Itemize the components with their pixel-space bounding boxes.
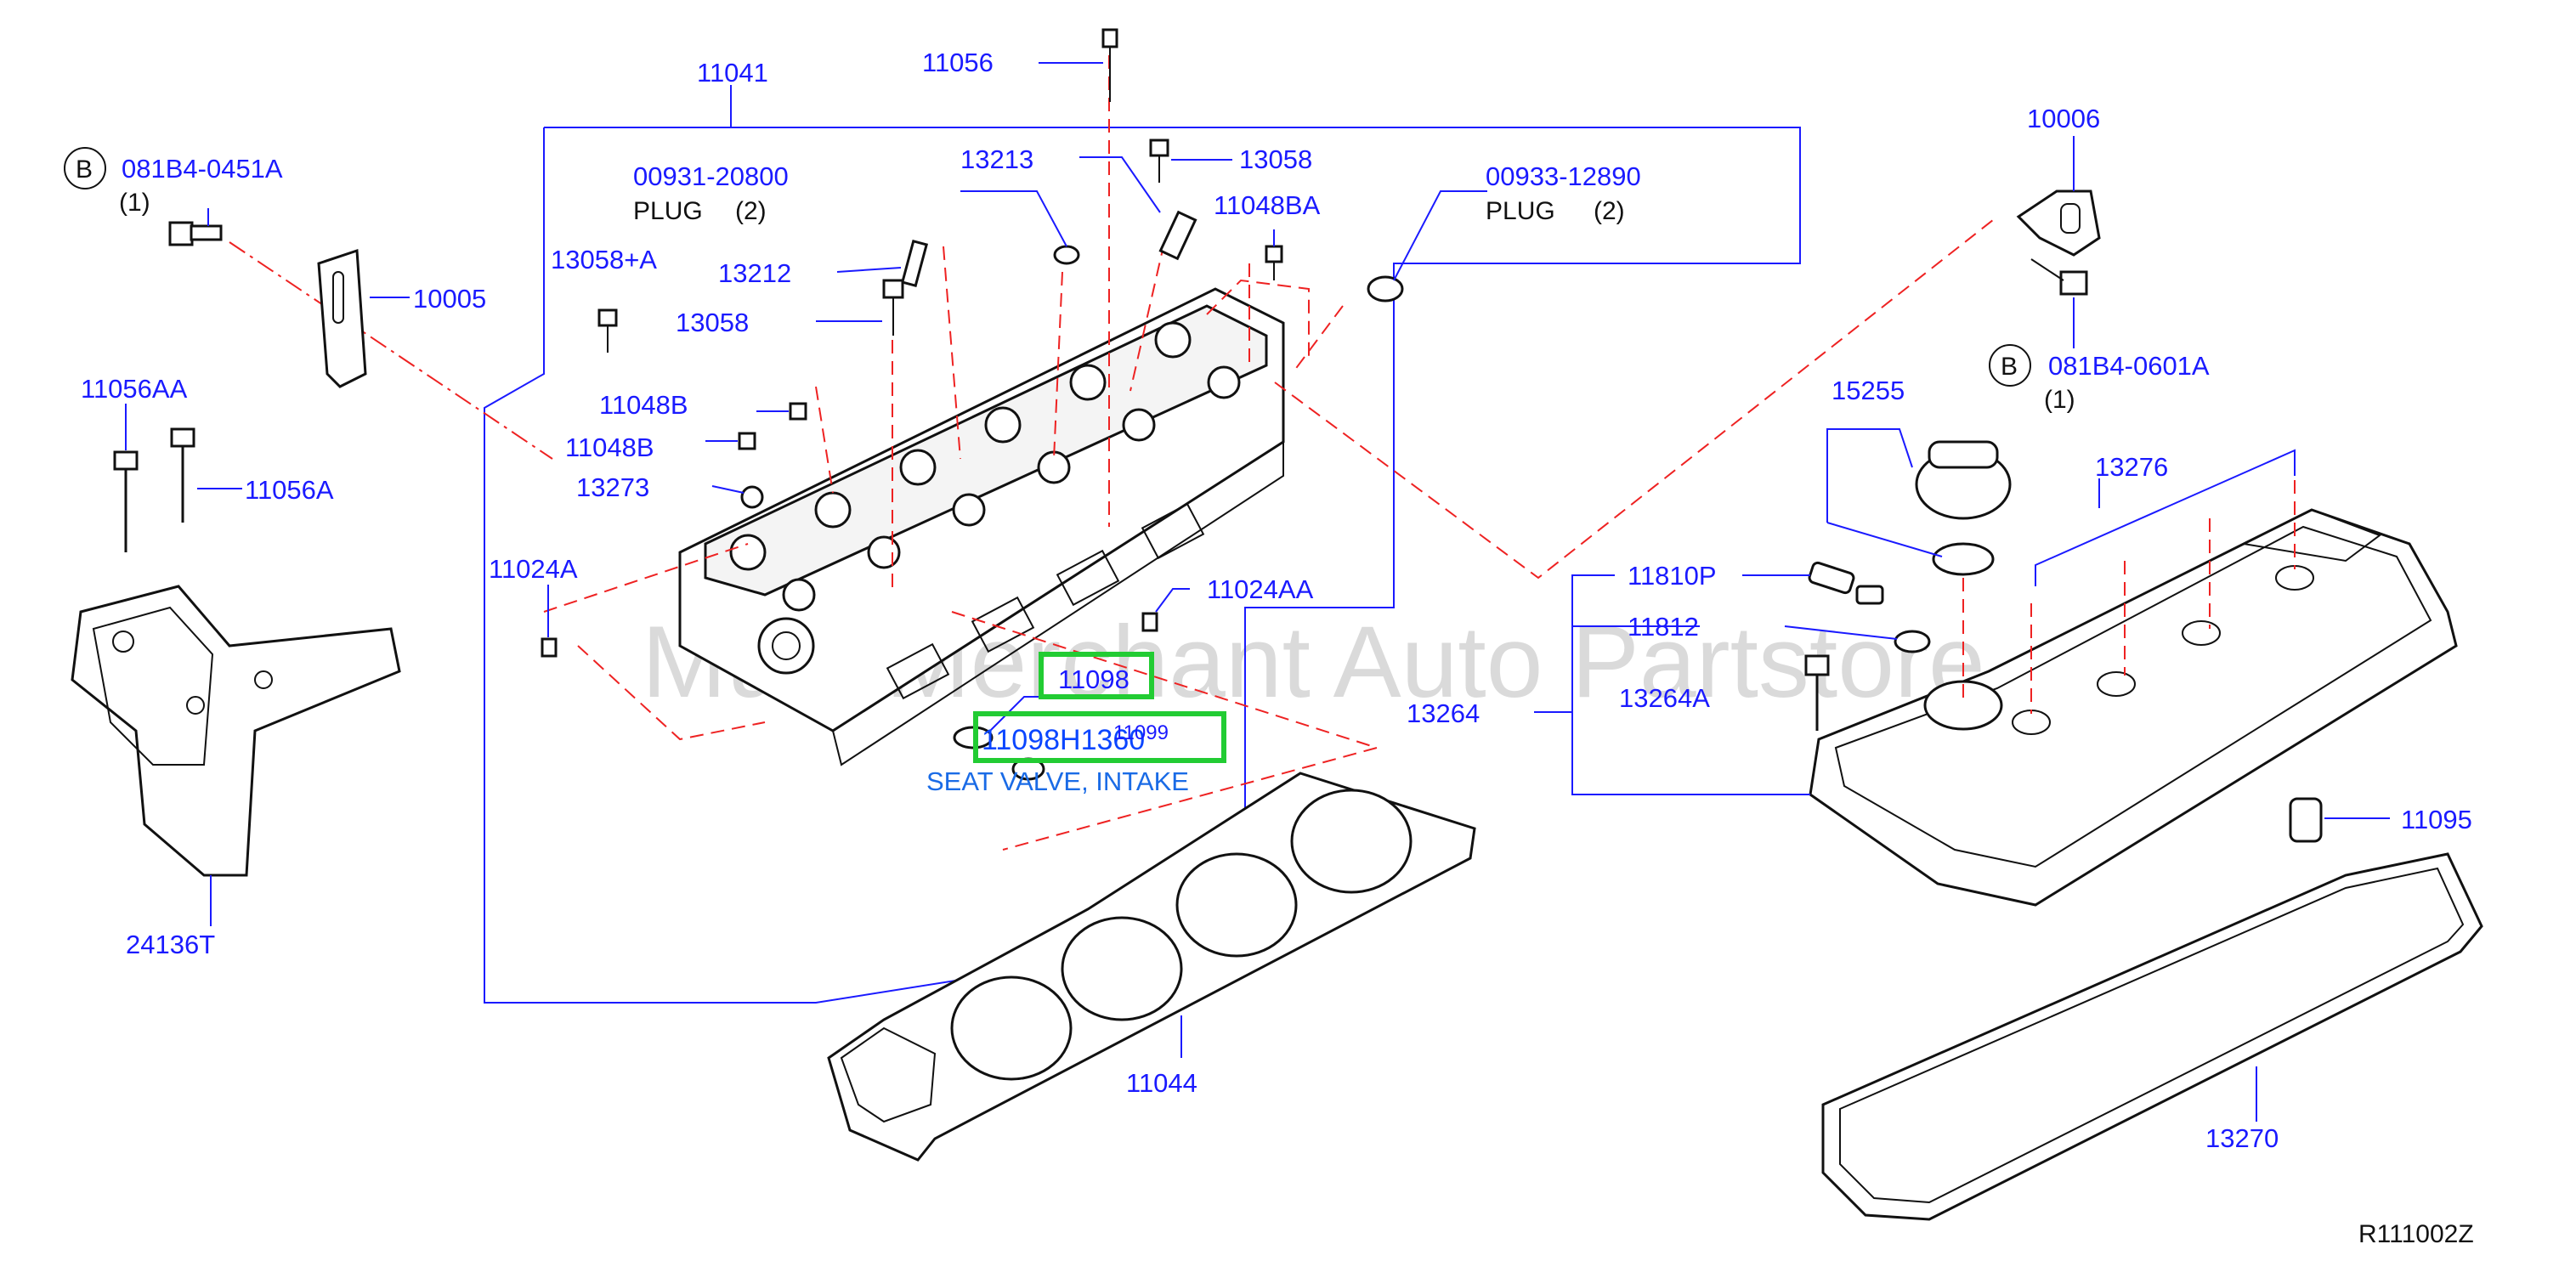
bolt-081B4-0451A bbox=[168, 208, 223, 246]
head-dash-lines bbox=[543, 55, 1998, 851]
label-11048BA: 11048BA bbox=[1214, 190, 1321, 220]
dowel-11024AA bbox=[1141, 588, 1190, 632]
valve-cover-13264 bbox=[1809, 480, 2458, 907]
right-callout-brackets bbox=[1534, 449, 2296, 795]
b-marker-left bbox=[64, 147, 106, 189]
label-00931-20800: 00931-20800 bbox=[633, 161, 789, 191]
label-10005: 10005 bbox=[413, 284, 486, 314]
label-13058A: 13058+A bbox=[551, 245, 657, 274]
plug-00933 bbox=[1367, 190, 1487, 303]
label-11048B-1: 11048B bbox=[599, 390, 688, 420]
bolts-11056AA-11056A bbox=[113, 404, 242, 552]
grommet-11812 bbox=[1784, 625, 1931, 653]
pin-13213 bbox=[1079, 156, 1197, 261]
cam-seal-circle bbox=[757, 617, 815, 675]
oil-cap-15255 bbox=[1826, 428, 2012, 576]
plug-00931 bbox=[960, 190, 1080, 265]
label-plug-2-qty: (2) bbox=[1594, 197, 1625, 225]
label-13276: 13276 bbox=[2095, 452, 2168, 482]
bolt-13058A bbox=[597, 308, 618, 353]
head-assembly-outline bbox=[484, 85, 1801, 1004]
label-11024AA: 11024AA bbox=[1207, 574, 1314, 604]
label-10006: 10006 bbox=[2027, 104, 2100, 133]
label-11095: 11095 bbox=[2401, 805, 2472, 834]
camshaft-journals bbox=[729, 321, 1241, 612]
bolt-13264A bbox=[1804, 654, 1830, 731]
label-13270: 13270 bbox=[2205, 1123, 2279, 1153]
label-11024A: 11024A bbox=[489, 554, 578, 584]
figure-code: R111002Z bbox=[2358, 1220, 2474, 1248]
cap-11048B bbox=[705, 402, 807, 509]
dowel-11024A bbox=[541, 585, 558, 658]
label-13213: 13213 bbox=[960, 144, 1033, 174]
label-081B4-0601A-qty: (1) bbox=[2044, 386, 2075, 414]
label-11812: 11812 bbox=[1628, 612, 1699, 642]
bracket-10006 bbox=[2016, 136, 2101, 257]
label-11056A: 11056A bbox=[245, 475, 334, 505]
pcv-valve-11810P bbox=[1742, 561, 1884, 605]
label-plug-2: PLUG bbox=[1486, 197, 1555, 225]
b-marker-left-text: B bbox=[76, 156, 93, 184]
bolt-13058-mid bbox=[816, 279, 904, 336]
label-11044: 11044 bbox=[1126, 1068, 1197, 1098]
label-081B4-0451A: 081B4-0451A bbox=[122, 154, 283, 184]
label-11056: 11056 bbox=[922, 48, 994, 77]
bolt-11048BA bbox=[1265, 229, 1283, 280]
bolt-13058-top bbox=[1149, 139, 1232, 183]
label-seat-valve-intake: SEAT VALVE, INTAKE bbox=[926, 766, 1189, 796]
bracket-10005 bbox=[317, 248, 410, 388]
label-plug-1: PLUG bbox=[633, 197, 703, 225]
cylinder-head bbox=[678, 287, 1285, 766]
bracket-dash bbox=[229, 241, 553, 460]
pin-13212 bbox=[836, 239, 929, 288]
head-gasket-11044 bbox=[827, 772, 1476, 1162]
b-marker-right-text: B bbox=[2001, 353, 2018, 381]
label-13212: 13212 bbox=[718, 258, 791, 288]
label-13058-top: 13058 bbox=[1239, 144, 1312, 174]
label-15255: 15255 bbox=[1832, 376, 1905, 405]
label-11048B-2: 11048B bbox=[565, 433, 654, 462]
highlight-11098H1360 bbox=[973, 711, 1226, 763]
bolt-11056 bbox=[1039, 28, 1118, 102]
label-13273: 13273 bbox=[576, 472, 649, 502]
tube-seal-11095 bbox=[2289, 797, 2390, 843]
label-081B4-0451A-qty: (1) bbox=[119, 189, 150, 217]
label-081B4-0601A: 081B4-0601A bbox=[2048, 351, 2210, 381]
label-11098H1360: 11098H1360 bbox=[982, 724, 1145, 756]
label-11099: 11099 bbox=[1113, 721, 1169, 744]
bolt-081B4-0601A bbox=[2030, 258, 2088, 348]
label-00933-12890: 00933-12890 bbox=[1486, 161, 1641, 191]
label-13058-mid: 13058 bbox=[676, 308, 749, 337]
b-marker-right bbox=[1989, 344, 2031, 387]
label-13264: 13264 bbox=[1407, 698, 1480, 728]
label-11056AA: 11056AA bbox=[81, 374, 188, 404]
label-24136T: 24136T bbox=[126, 930, 215, 959]
label-11810P: 11810P bbox=[1628, 561, 1717, 591]
cover-gasket-13270 bbox=[1821, 852, 2483, 1221]
mount-24136T bbox=[71, 585, 401, 926]
label-11098: 11098 bbox=[1058, 664, 1129, 694]
highlight-11098 bbox=[1039, 652, 1154, 699]
label-11041: 11041 bbox=[697, 58, 768, 88]
label-13264A: 13264A bbox=[1619, 683, 1710, 713]
label-plug-1-qty: (2) bbox=[735, 197, 767, 225]
callout-labels: 11041 11056 13058 13213 11048BA 00931-20… bbox=[64, 48, 2474, 1248]
